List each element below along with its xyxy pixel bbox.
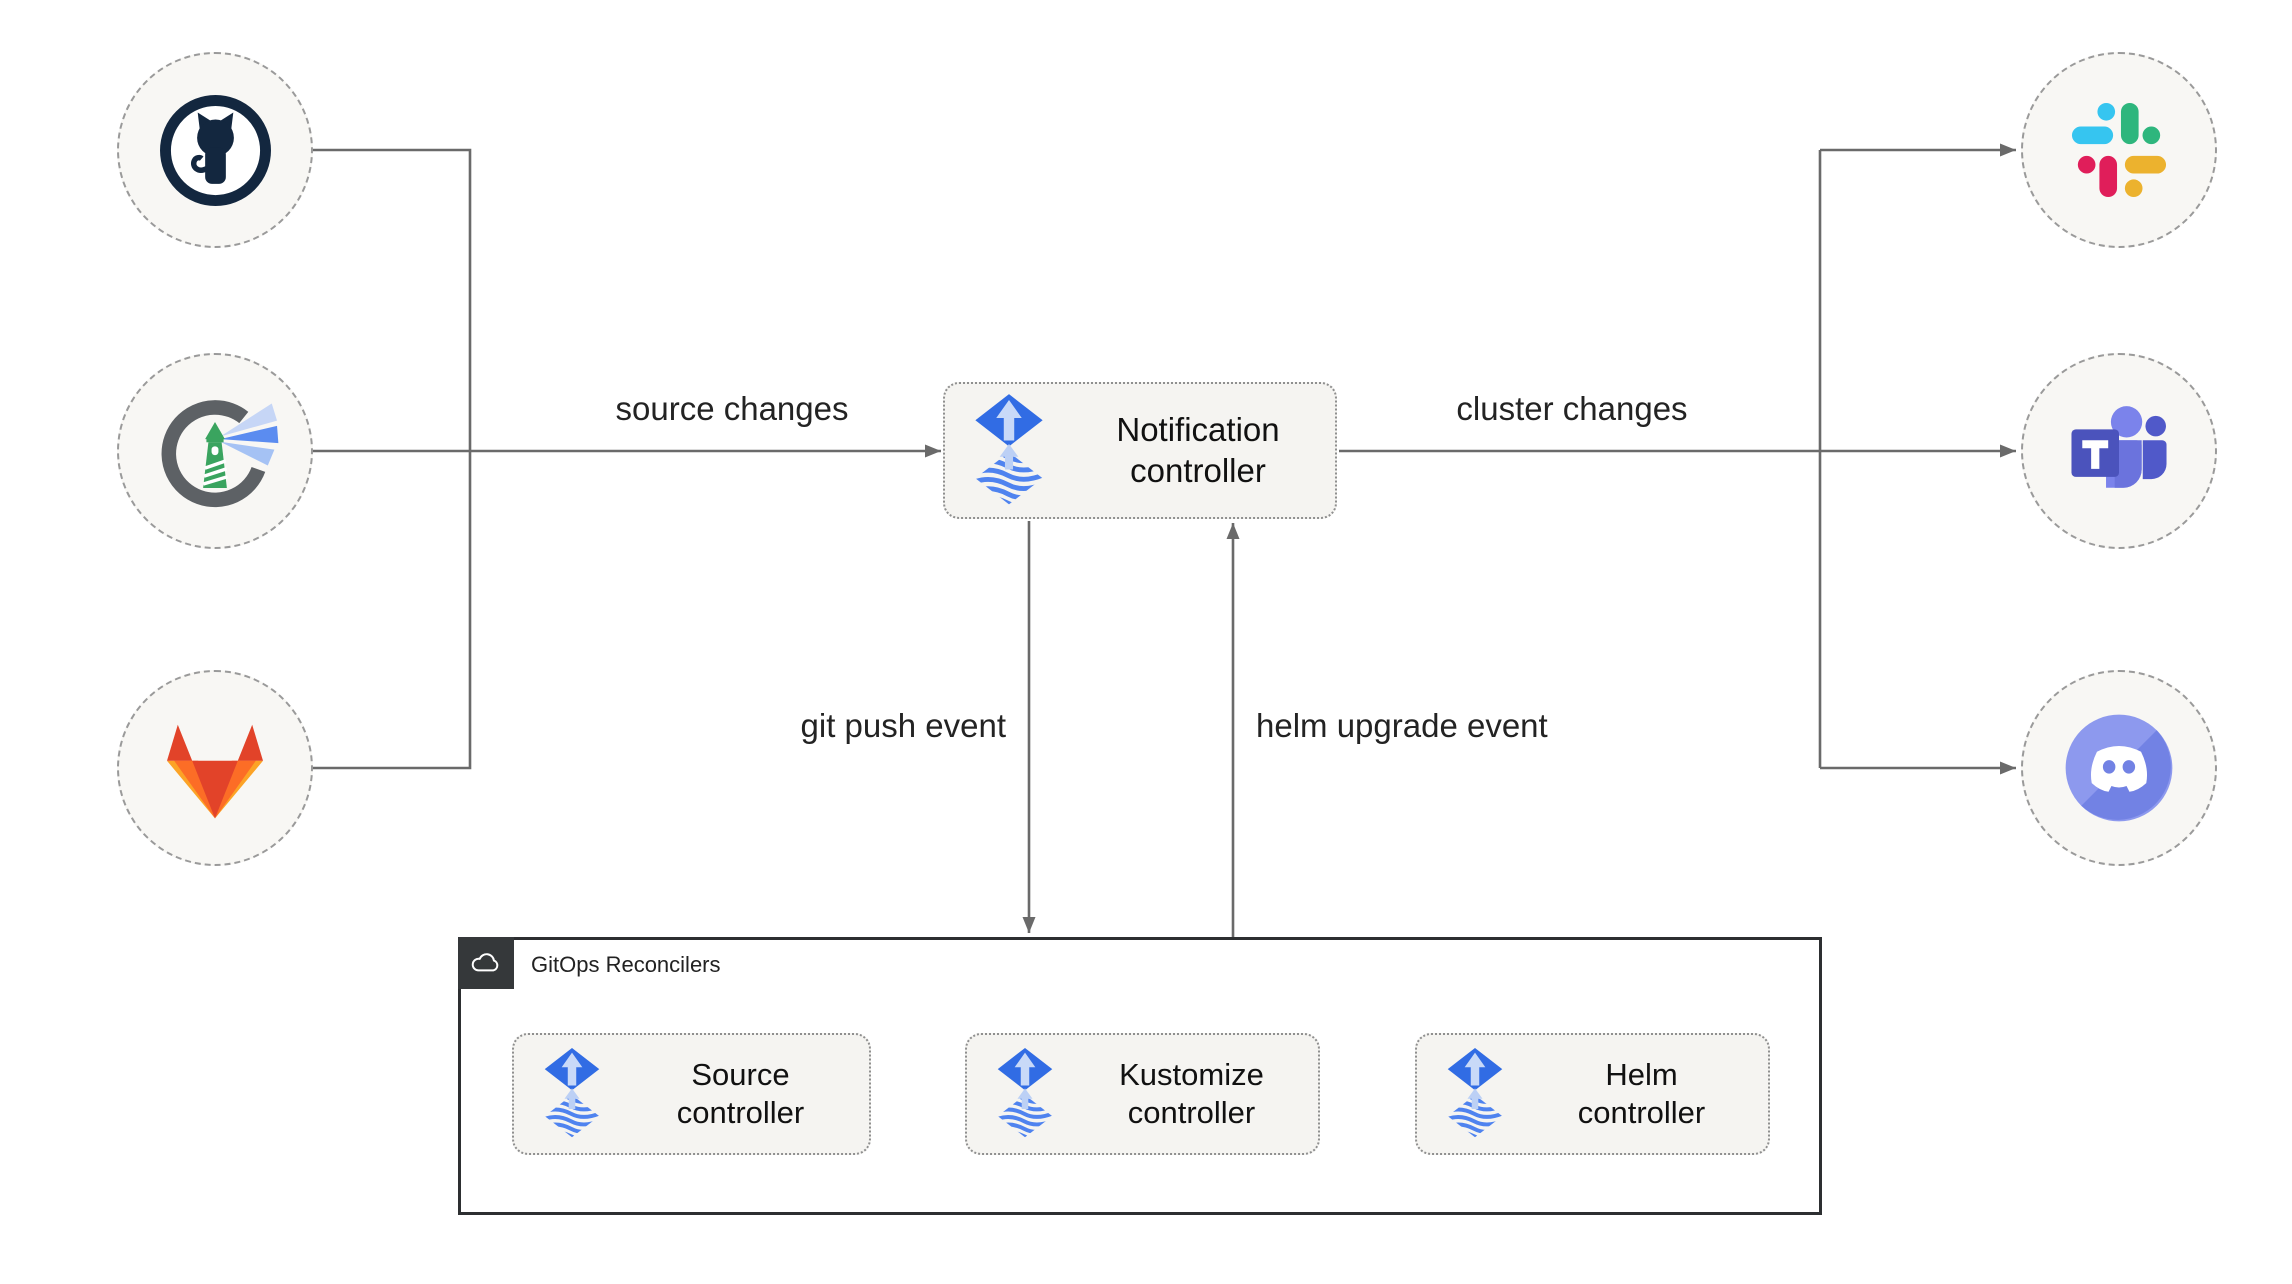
flux-icon bbox=[542, 1047, 602, 1141]
harbor-node bbox=[117, 353, 313, 549]
teams-node bbox=[2021, 353, 2217, 549]
helm-controller-node: Helm controller bbox=[1415, 1033, 1770, 1155]
helm-controller-label: Helm controller bbox=[1577, 1057, 1706, 1130]
discord-icon bbox=[2061, 710, 2177, 826]
slack-icon bbox=[2070, 101, 2168, 199]
edge-label-cluster-changes: cluster changes bbox=[1456, 390, 1688, 427]
cloud-icon bbox=[469, 946, 503, 980]
gitops-reconcilers-title: GitOps Reconcilers bbox=[531, 952, 721, 977]
discord-node bbox=[2021, 670, 2217, 866]
notification-controller-label: Notification controller bbox=[1116, 411, 1280, 489]
teams-icon bbox=[2065, 397, 2173, 505]
slack-node bbox=[2021, 52, 2217, 248]
edge-label-source-changes: source changes bbox=[615, 390, 849, 427]
left-junction-line bbox=[313, 148, 472, 770]
harbor-icon bbox=[149, 385, 281, 517]
github-node bbox=[117, 52, 313, 248]
gitlab-icon bbox=[155, 708, 275, 828]
gitops-reconcilers-container: GitOps Reconcilers Source controller Kus… bbox=[458, 937, 1822, 1215]
edge-label-helm-upgrade-event: helm upgrade event bbox=[1256, 707, 1548, 744]
container-badge bbox=[458, 937, 514, 989]
flux-icon bbox=[1445, 1047, 1505, 1141]
flux-icon bbox=[971, 393, 1047, 509]
notification-controller-node: Notification controller bbox=[943, 382, 1337, 519]
source-controller-node: Source controller bbox=[512, 1033, 871, 1155]
gitlab-node bbox=[117, 670, 313, 866]
flux-icon bbox=[995, 1047, 1055, 1141]
kustomize-controller-label: Kustomize controller bbox=[1119, 1057, 1264, 1130]
github-icon bbox=[158, 93, 273, 208]
edge-label-git-push-event: git push event bbox=[800, 707, 1006, 744]
source-controller-label: Source controller bbox=[676, 1057, 805, 1130]
kustomize-controller-node: Kustomize controller bbox=[965, 1033, 1320, 1155]
